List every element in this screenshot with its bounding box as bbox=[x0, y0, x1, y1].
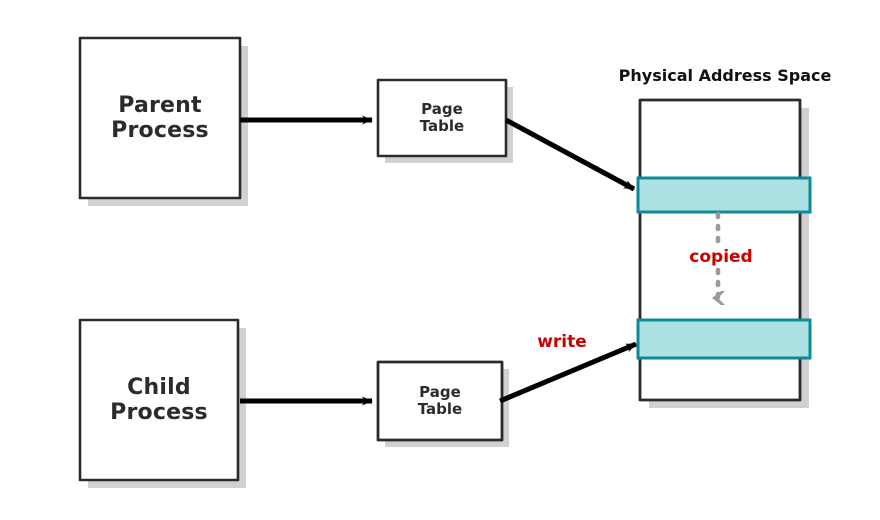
parent-page-table-box bbox=[376, 78, 508, 158]
parent-page-frame-highlight bbox=[636, 176, 812, 214]
child-page-frame-highlight bbox=[636, 318, 812, 360]
arrow-parent-page-table-to-memory bbox=[504, 117, 636, 192]
write-label: write bbox=[537, 332, 587, 352]
parent-process-box bbox=[78, 36, 242, 200]
arrow-child-page-table-to-memory bbox=[499, 341, 637, 404]
child-page-table-box bbox=[376, 360, 504, 442]
physical-address-space-title: Physical Address Space bbox=[618, 66, 832, 85]
child-process-box bbox=[78, 318, 240, 482]
copied-label: copied bbox=[689, 247, 753, 267]
